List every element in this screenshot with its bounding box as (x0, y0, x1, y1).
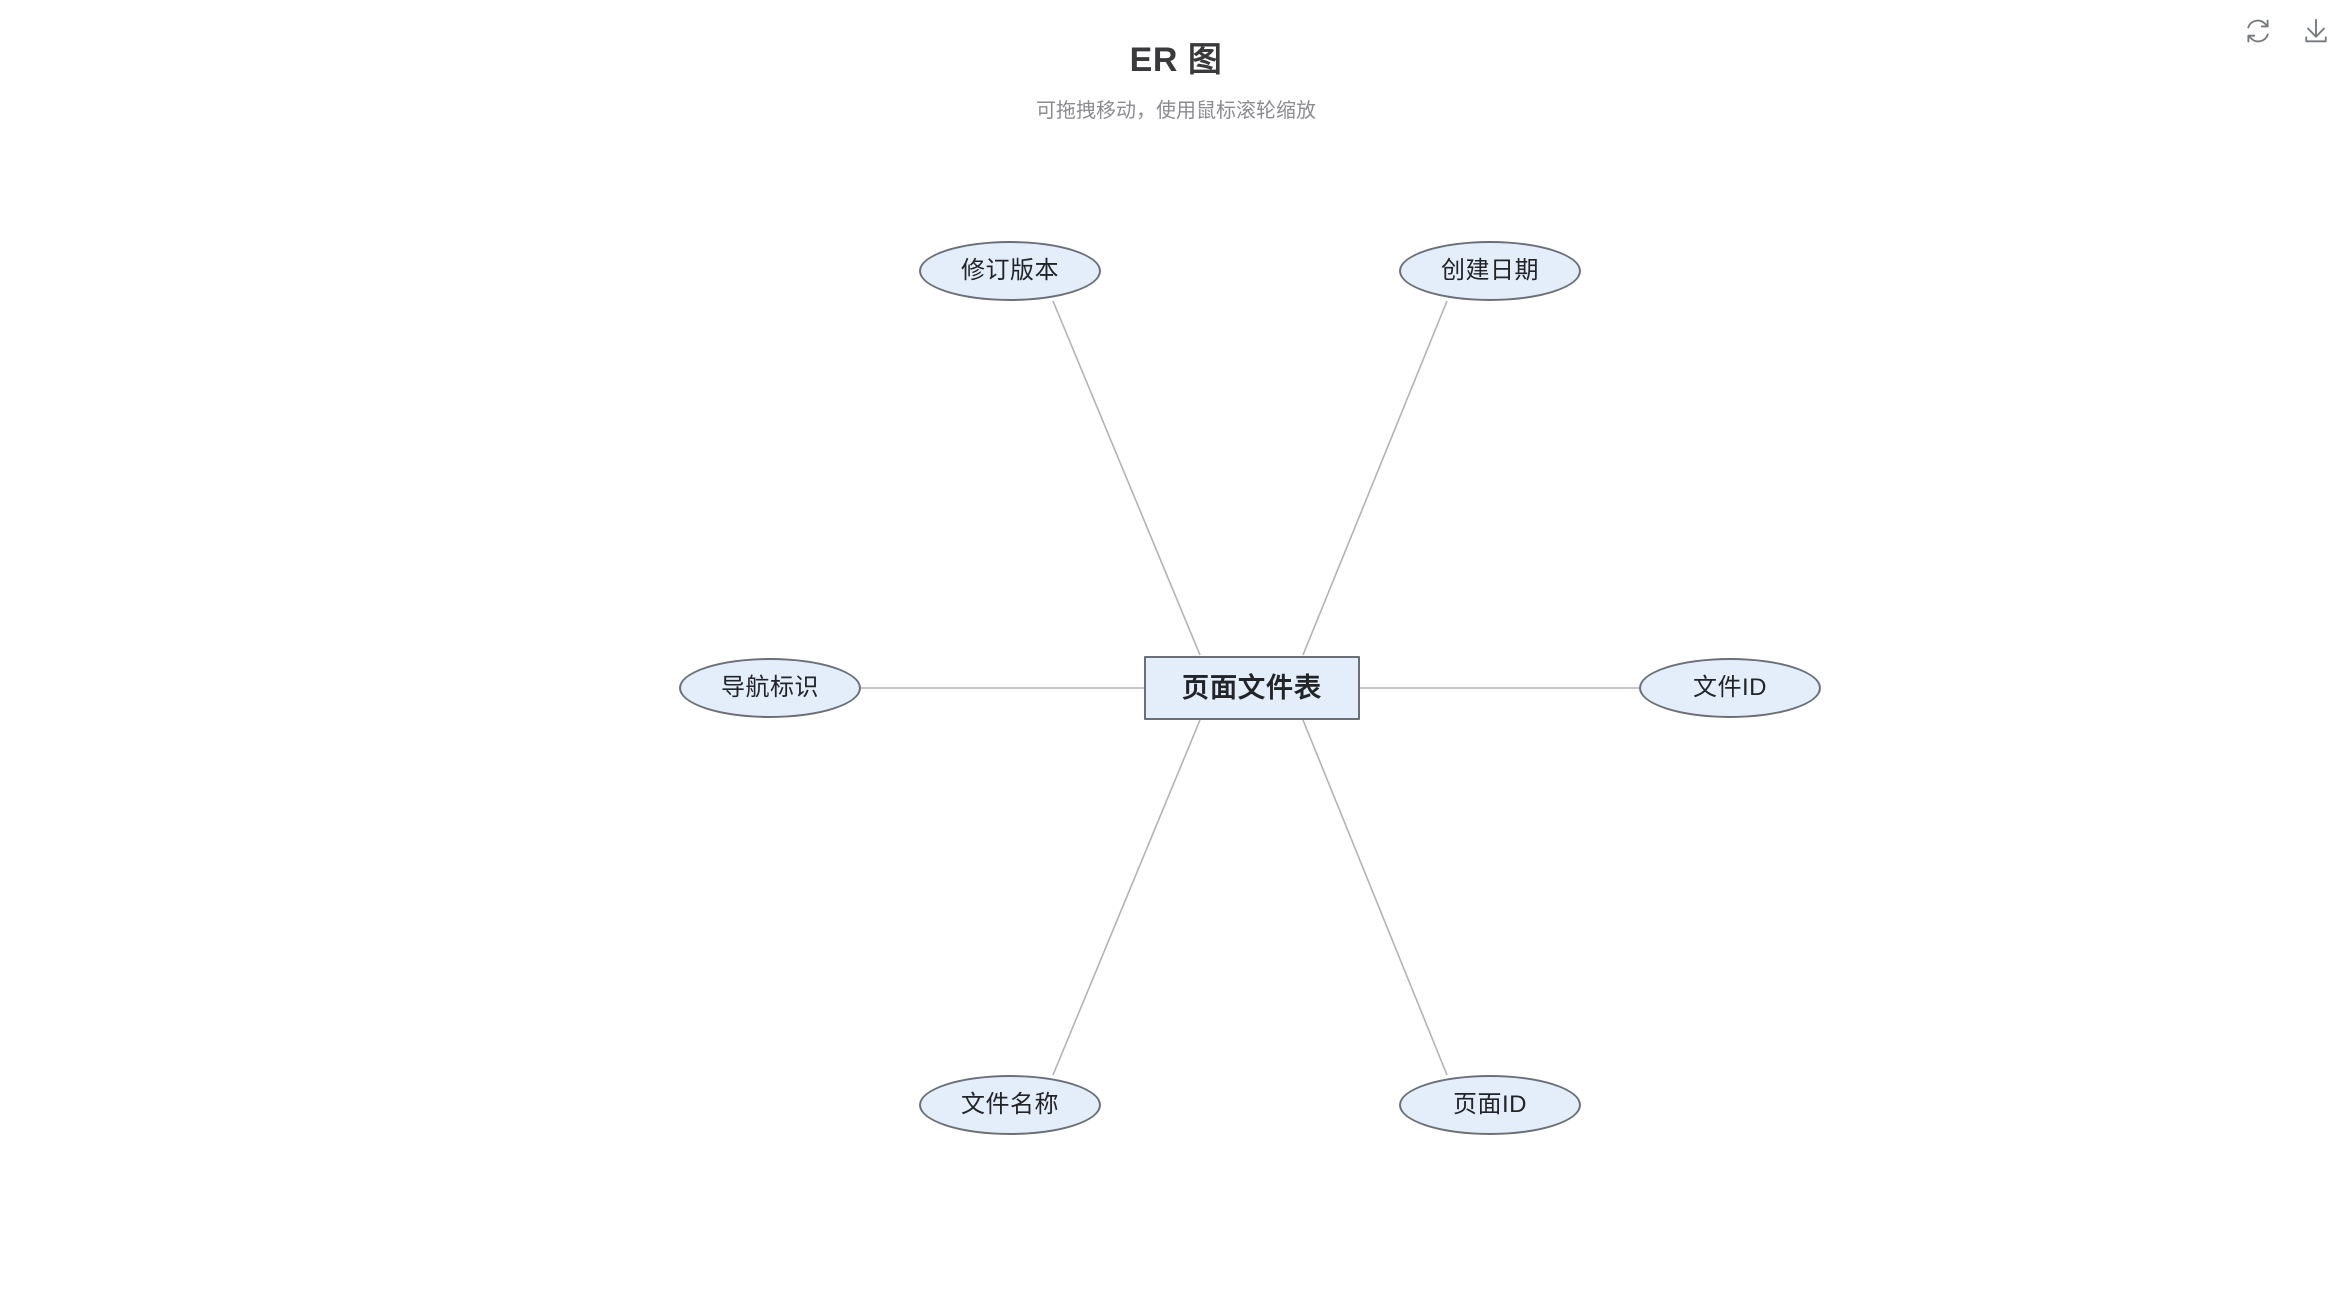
download-button[interactable] (2298, 13, 2334, 49)
er-attribute-node[interactable]: 创建日期 (1399, 241, 1581, 301)
diagram-toolbar (2240, 13, 2334, 49)
er-attribute-node[interactable]: 文件ID (1639, 658, 1821, 718)
download-icon (2301, 16, 2331, 46)
node-label: 修订版本 (961, 257, 1059, 284)
er-attribute-node[interactable]: 页面ID (1399, 1075, 1581, 1135)
er-entity-node[interactable]: 页面文件表 (1144, 656, 1360, 720)
refresh-icon (2243, 16, 2273, 46)
er-attribute-node[interactable]: 修订版本 (919, 241, 1101, 301)
node-label: 页面ID (1453, 1091, 1527, 1118)
node-label: 文件ID (1693, 674, 1767, 701)
er-edge (1302, 300, 1448, 656)
er-attribute-node[interactable]: 文件名称 (919, 1075, 1101, 1135)
er-attribute-node[interactable]: 导航标识 (679, 658, 861, 718)
er-edge (1302, 719, 1448, 1076)
reset-view-button[interactable] (2240, 13, 2276, 49)
er-edge (1052, 719, 1201, 1076)
node-label: 文件名称 (961, 1091, 1059, 1118)
node-label: 创建日期 (1441, 257, 1539, 284)
node-label: 导航标识 (721, 674, 819, 701)
node-label: 页面文件表 (1182, 672, 1322, 703)
er-edge (1052, 300, 1201, 656)
